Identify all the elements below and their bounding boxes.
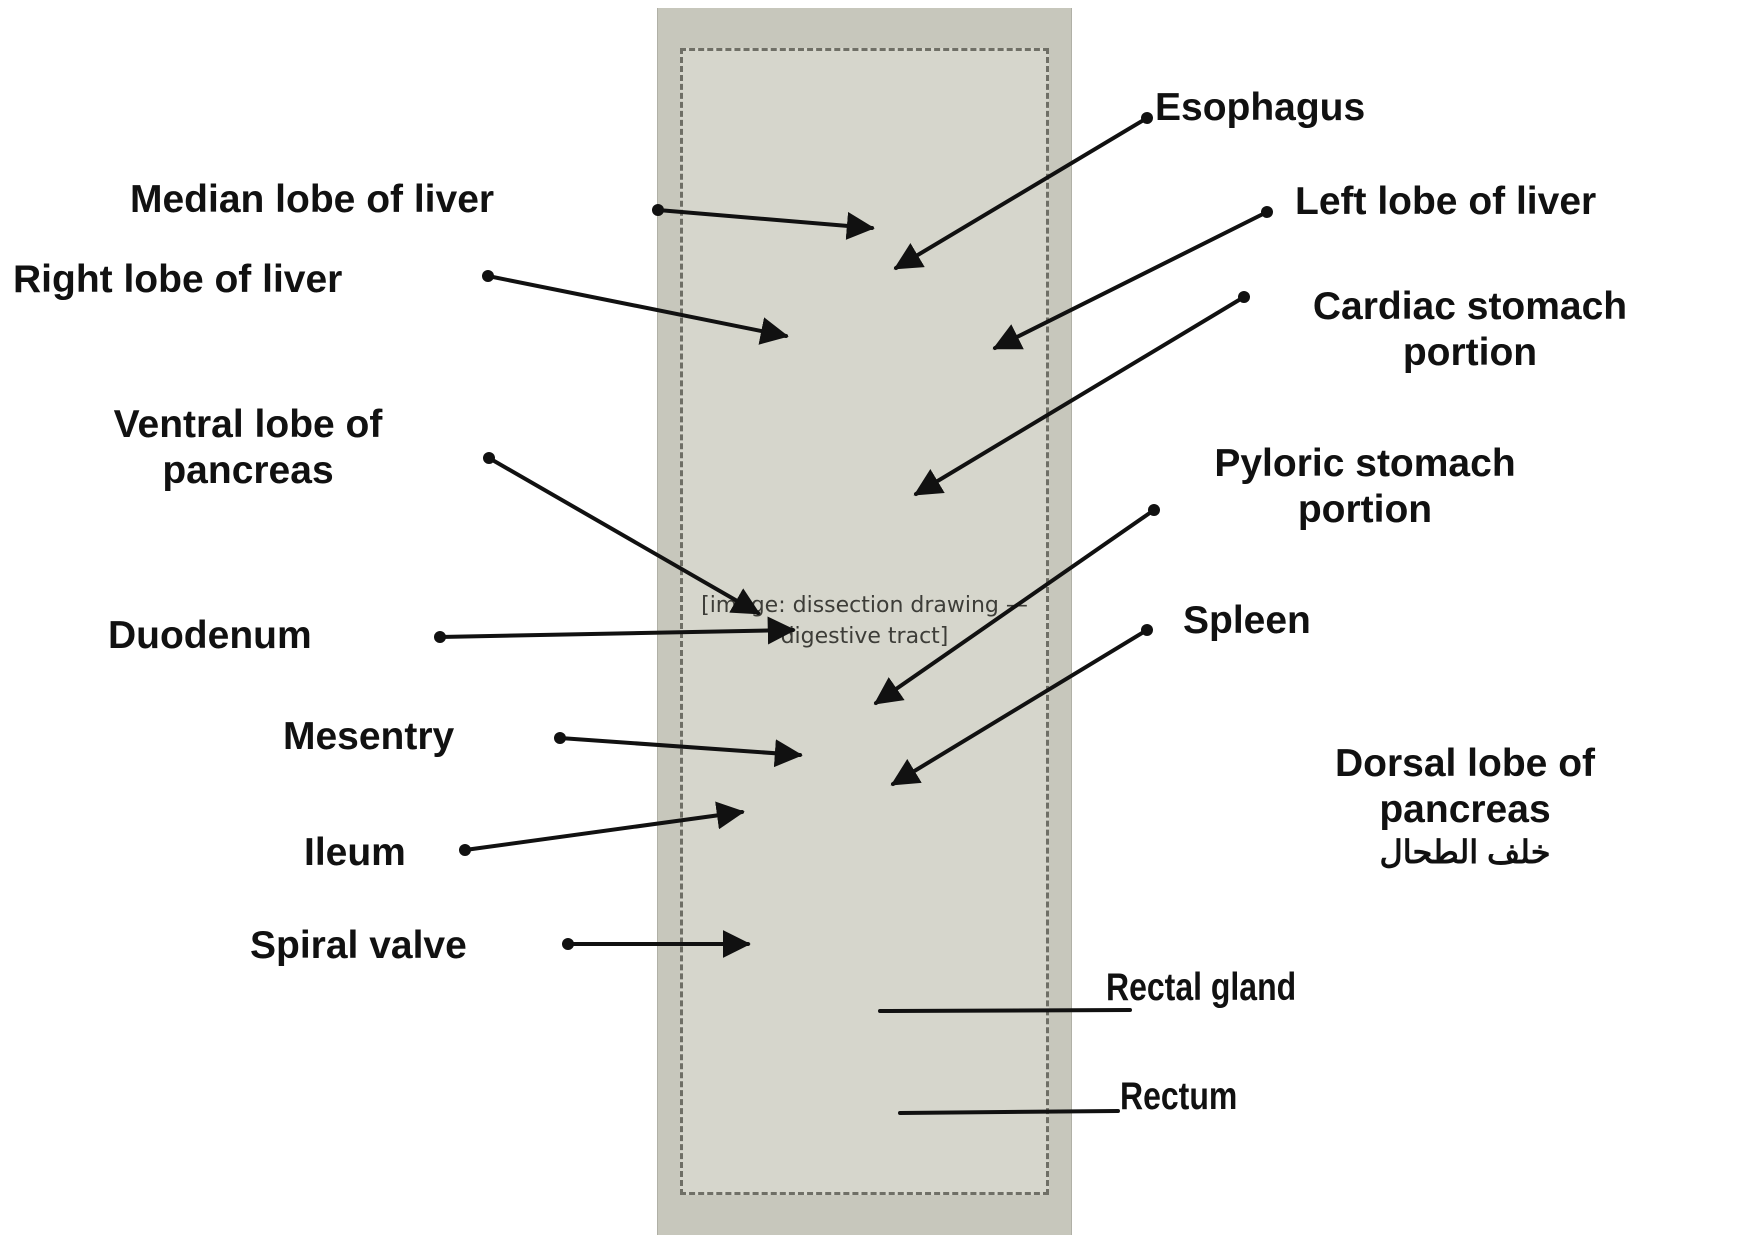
leader-ventral-pancreas [489, 458, 758, 613]
label-rectum: Rectum [1120, 1077, 1237, 1116]
leader-dot-duodenum [434, 631, 446, 643]
leader-rectum [900, 1111, 1118, 1113]
leader-dot-ventral-pancreas [483, 452, 495, 464]
label-cardiac-stomach-line1: Cardiac stomach [1248, 284, 1692, 330]
leader-esophagus [896, 118, 1147, 268]
leader-mesentry [560, 738, 800, 755]
label-ventral-pancreas-line2: pancreas [48, 448, 448, 494]
leader-ileum [465, 812, 742, 850]
leader-left-lobe [995, 212, 1267, 348]
leader-dot-right-lobe [482, 270, 494, 282]
label-rectal-gland: Rectal gland [1106, 968, 1296, 1007]
label-pyloric-stomach-line1: Pyloric stomach [1152, 441, 1578, 487]
leader-dot-median-lobe [652, 204, 664, 216]
leader-spleen [893, 630, 1147, 784]
label-duodenum: Duodenum [108, 616, 312, 655]
label-dorsal-pancreas-line2: pancreas [1262, 787, 1668, 833]
leader-rectal-gland [880, 1010, 1130, 1011]
label-ileum: Ileum [304, 833, 406, 872]
label-pyloric-stomach-line2: portion [1152, 487, 1578, 533]
label-mesentry: Mesentry [283, 717, 454, 756]
label-left-lobe-of-liver: Left lobe of liver [1295, 182, 1596, 221]
label-right-lobe-of-liver: Right lobe of liver [13, 260, 342, 299]
label-dorsal-pancreas-line1: Dorsal lobe of [1262, 741, 1668, 787]
label-pyloric-stomach-portion: Pyloric stomach portion [1152, 441, 1578, 533]
leader-dot-mesentry [554, 732, 566, 744]
label-spiral-valve: Spiral valve [250, 926, 467, 965]
leader-pyloric-stomach [876, 510, 1154, 703]
leader-duodenum [440, 630, 793, 637]
leader-right-lobe [488, 276, 786, 336]
leader-dot-left-lobe [1261, 206, 1273, 218]
label-ventral-lobe-of-pancreas: Ventral lobe of pancreas [48, 402, 448, 494]
label-spleen: Spleen [1183, 601, 1311, 640]
leader-dot-spiral-valve [562, 938, 574, 950]
leader-median-lobe [658, 210, 872, 228]
label-dorsal-pancreas-arabic-note: خلف الطحال [1262, 833, 1668, 871]
label-dorsal-lobe-of-pancreas: Dorsal lobe of pancreas خلف الطحال [1262, 741, 1668, 871]
label-median-lobe-of-liver: Median lobe of liver [130, 180, 494, 219]
label-cardiac-stomach-line2: portion [1248, 330, 1692, 376]
leader-dot-ileum [459, 844, 471, 856]
label-esophagus: Esophagus [1155, 88, 1365, 127]
label-ventral-pancreas-line1: Ventral lobe of [48, 402, 448, 448]
leader-dot-esophagus [1141, 112, 1153, 124]
label-cardiac-stomach-portion: Cardiac stomach portion [1248, 284, 1692, 376]
leader-dot-spleen [1141, 624, 1153, 636]
